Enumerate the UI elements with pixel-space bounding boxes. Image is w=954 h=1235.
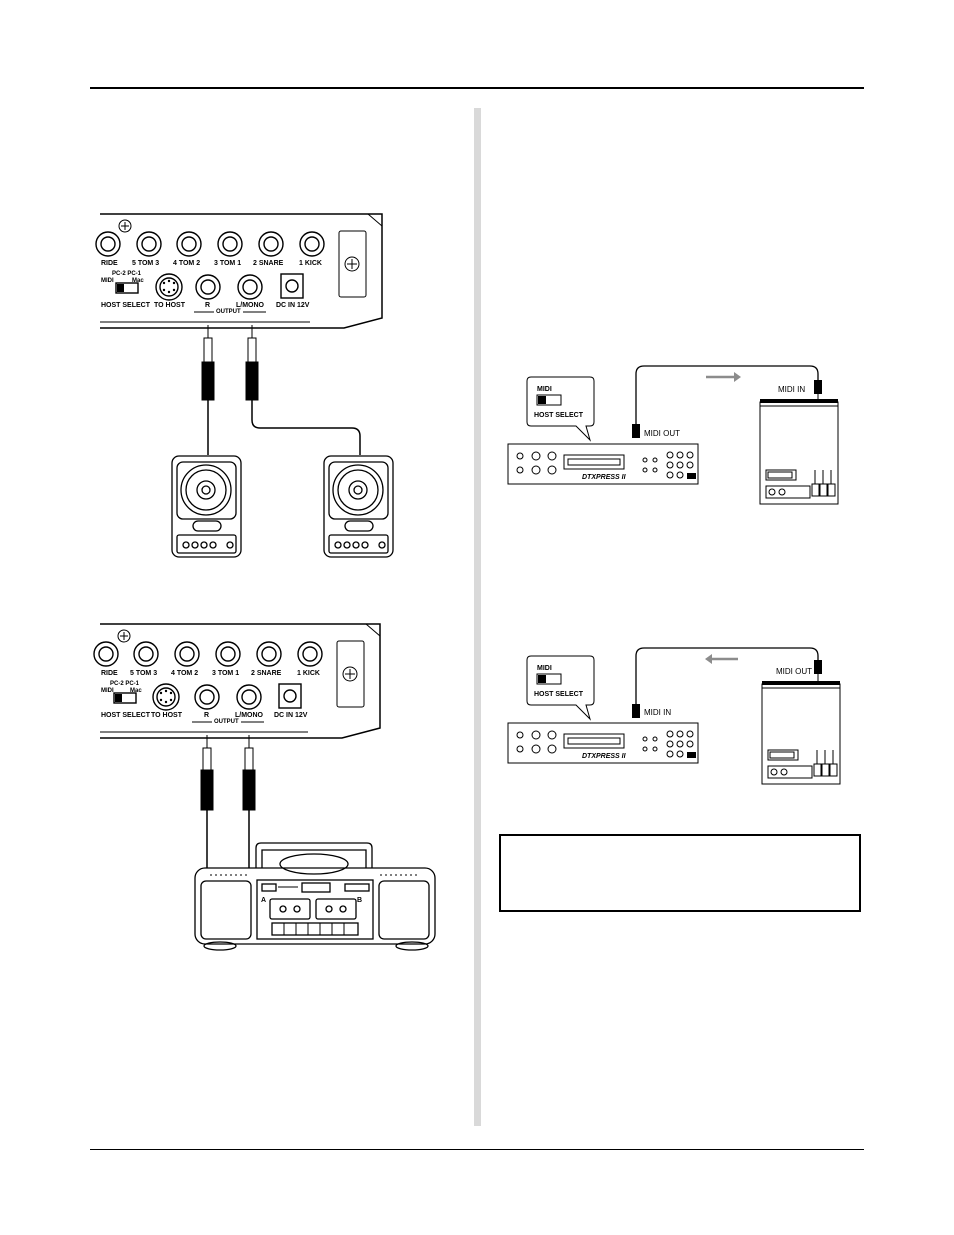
switch-label-mac: Mac <box>130 688 142 694</box>
jack-label-tom3: 5 TOM 3 <box>130 670 158 677</box>
footer-rule <box>90 1149 864 1150</box>
deck-b-label: B <box>357 897 363 904</box>
output-l-label: L/MONO <box>236 302 264 309</box>
switch-label-pc: PC-2 PC-1 <box>110 681 140 687</box>
callout-host-select: HOST SELECT <box>534 412 584 419</box>
header-rule <box>90 87 864 89</box>
svg-text:DTXPRESS II: DTXPRESS II <box>582 474 627 481</box>
jack-label-tom3: 5 TOM 3 <box>132 260 160 267</box>
switch-label-midi: MIDI <box>101 688 114 694</box>
deck-a-label: A <box>261 897 267 904</box>
module-midi-out-label: MIDI OUT <box>644 429 680 438</box>
jack-label-ride: RIDE <box>101 260 118 267</box>
jack-label-kick: 1 KICK <box>297 670 320 677</box>
note-box <box>499 834 861 912</box>
device-midi-in-label: MIDI IN <box>778 385 806 394</box>
switch-label-mac: Mac <box>132 278 144 284</box>
jack-label-ride: RIDE <box>101 670 118 677</box>
svg-text:DTXPRESS II: DTXPRESS II <box>582 753 627 760</box>
jack-label-snare: 2 SNARE <box>251 670 282 677</box>
module-midi-in-label: MIDI IN <box>644 708 672 717</box>
jack-label-tom1: 3 TOM 1 <box>212 670 240 677</box>
to-host-label: TO HOST <box>151 712 182 719</box>
column-divider <box>474 108 481 1126</box>
output-r-label: R <box>205 302 211 309</box>
jack-label-tom1: 3 TOM 1 <box>214 260 242 267</box>
output-label: OUTPUT <box>212 719 241 725</box>
output-l-label: L/MONO <box>235 712 263 719</box>
to-host-label: TO HOST <box>154 302 185 309</box>
switch-label-pc: PC-2 PC-1 <box>112 271 142 277</box>
output-r-label: R <box>204 712 210 719</box>
jack-label-tom2: 4 TOM 2 <box>171 670 199 677</box>
device-midi-out-label: MIDI OUT <box>776 667 812 676</box>
switch-label-midi: MIDI <box>101 278 114 284</box>
host-select-label: HOST SELECT <box>101 302 151 309</box>
output-label: OUTPUT <box>214 309 243 315</box>
dc-in-label: DC IN 12V <box>274 712 308 719</box>
host-select-label: HOST SELECT <box>101 712 151 719</box>
jack-label-kick: 1 KICK <box>299 260 322 267</box>
jack-label-tom2: 4 TOM 2 <box>173 260 201 267</box>
dc-in-label: DC IN 12V <box>276 302 310 309</box>
callout-midi-label: MIDI <box>537 386 552 393</box>
jack-label-snare: 2 SNARE <box>253 260 284 267</box>
callout-host-select: HOST SELECT <box>534 691 584 698</box>
callout-midi-label: MIDI <box>537 665 552 672</box>
